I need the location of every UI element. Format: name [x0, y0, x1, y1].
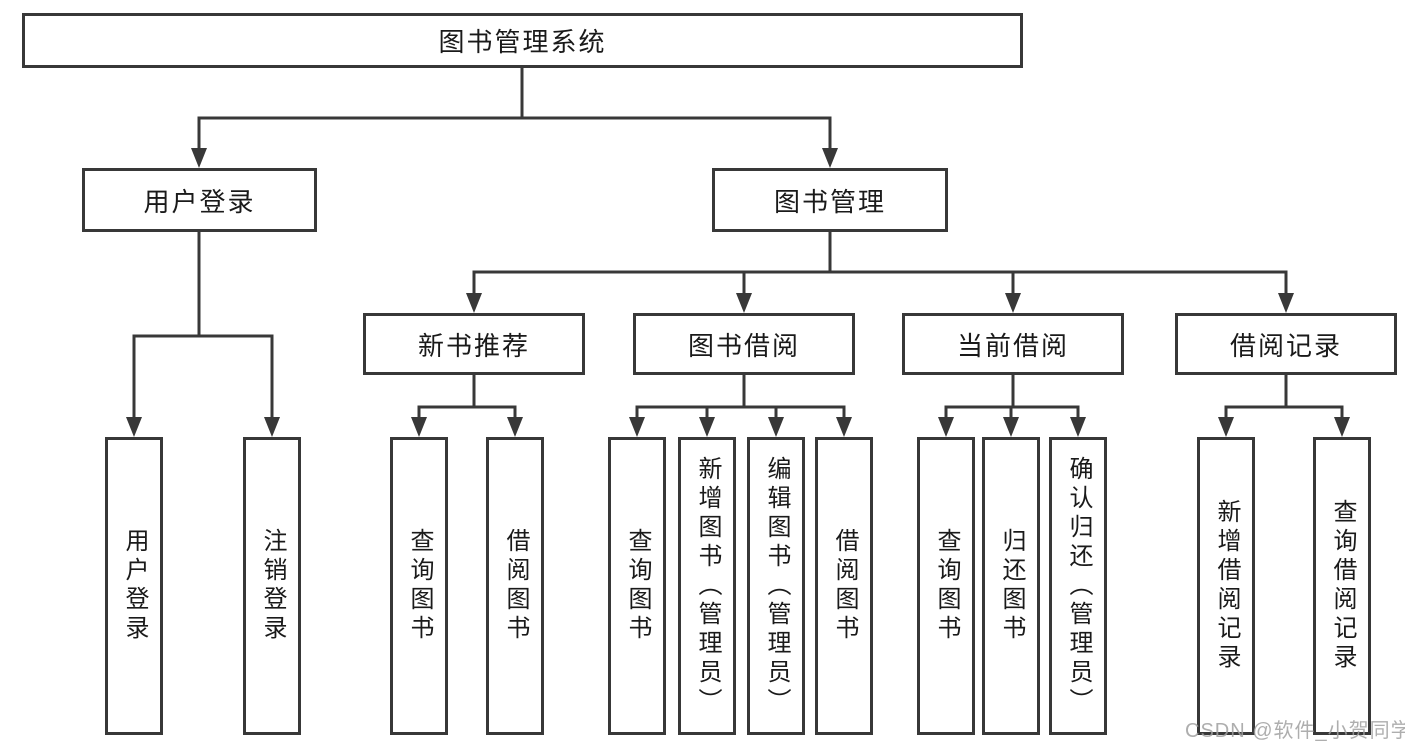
node-borrow-records: 借阅记录 [1175, 313, 1397, 375]
node-label: 用户登录 [121, 528, 148, 644]
node-user-login: 用户登录 [82, 168, 317, 232]
node-label: 查询图书 [406, 528, 433, 644]
node-borrow-books-leaf: 借阅图书 [815, 437, 873, 735]
node-label: 新增借阅记录 [1213, 499, 1240, 673]
node-edit-book-admin: 编辑图书（管理员） [747, 437, 805, 735]
node-logout: 注销登录 [243, 437, 301, 735]
node-borrow-books-recommend: 借阅图书 [486, 437, 544, 735]
arrow-down-icons [126, 148, 1350, 437]
node-user-login-leaf: 用户登录 [105, 437, 163, 735]
node-label: 借阅图书 [831, 528, 858, 644]
node-label: 查询图书 [624, 528, 651, 644]
node-label: 图书借阅 [687, 330, 800, 361]
node-label: 图书管理系统 [438, 27, 607, 57]
node-label: 新增图书（管理员） [694, 455, 721, 717]
node-label: 编辑图书（管理员） [763, 455, 790, 717]
node-current-borrow: 当前借阅 [902, 313, 1124, 375]
node-label: 查询图书 [933, 528, 960, 644]
node-label: 借阅图书 [502, 528, 529, 644]
node-new-book-recommend: 新书推荐 [363, 313, 585, 375]
node-book-management: 图书管理 [712, 168, 948, 232]
node-add-borrow-record: 新增借阅记录 [1197, 437, 1255, 735]
watermark-csdn: CSDN @软件_小贺同学 [1185, 720, 1405, 742]
node-label: 图书管理 [773, 186, 886, 217]
node-return-books: 归还图书 [982, 437, 1040, 735]
node-query-books-current: 查询图书 [917, 437, 975, 735]
node-label: 注销登录 [259, 528, 286, 644]
node-query-books-recommend: 查询图书 [390, 437, 448, 735]
node-label: 当前借阅 [956, 330, 1069, 361]
node-add-book-admin: 新增图书（管理员） [678, 437, 736, 735]
node-book-borrow: 图书借阅 [633, 313, 855, 375]
node-label: 借阅记录 [1229, 330, 1342, 361]
node-library-management-system: 图书管理系统 [22, 13, 1023, 68]
node-label: 查询借阅记录 [1329, 499, 1356, 673]
node-query-borrow-record: 查询借阅记录 [1313, 437, 1371, 735]
node-label: 归还图书 [998, 528, 1025, 644]
node-confirm-return-admin: 确认归还（管理员） [1049, 437, 1107, 735]
node-label: 用户登录 [143, 186, 256, 217]
node-label: 确认归还（管理员） [1065, 455, 1092, 717]
node-query-books-borrow: 查询图书 [608, 437, 666, 735]
node-label: 新书推荐 [417, 330, 530, 361]
